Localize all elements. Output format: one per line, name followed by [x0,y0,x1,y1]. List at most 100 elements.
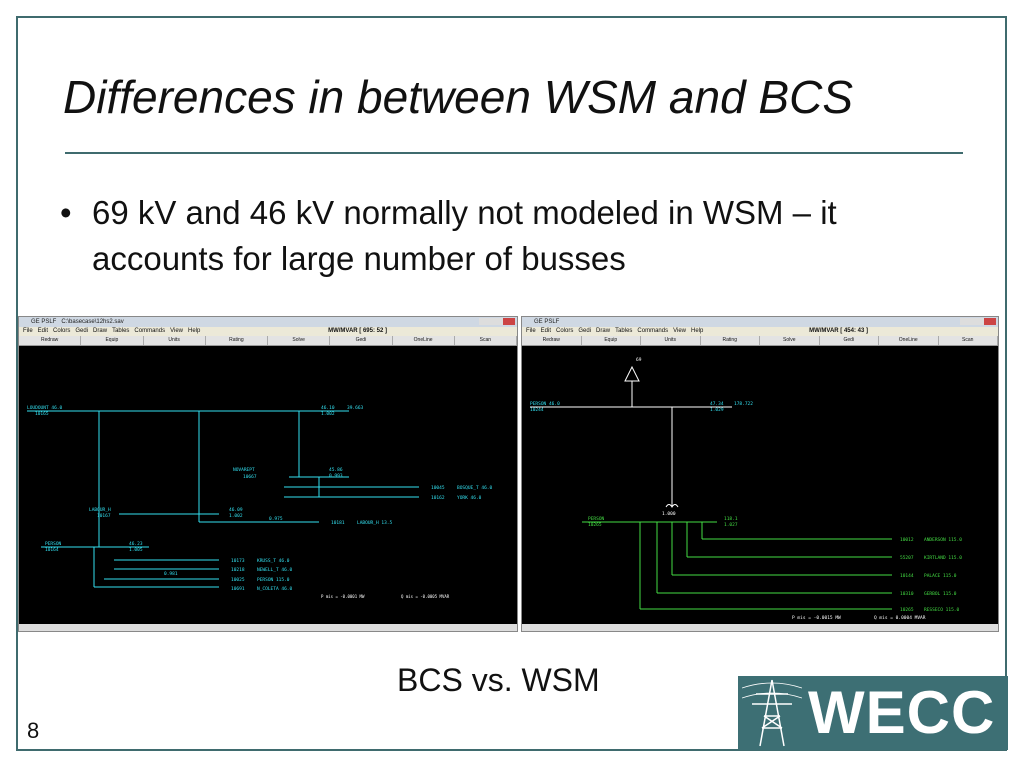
branch-label: NEWELL_T 46.0 [257,567,293,573]
menu-colors[interactable]: Colors [53,328,71,334]
button-bar: Redraw Equip Units Rating Solve Gedi One… [19,336,517,346]
transformer-icon [665,504,679,508]
wsm-oneline-diagram[interactable]: 69 1.000 P mis = -0.0015 MW Q mis = 0.00… [522,347,998,624]
bus-value: 0.993 [329,473,343,479]
bus-number: 10667 [243,474,257,480]
bus-label: NOVAREPT [233,467,255,473]
page-number: 8 [27,718,40,743]
menu-file[interactable]: File [23,328,33,334]
q-mismatch: Q mis = 0.0004 MVAR [874,615,926,621]
title-divider [65,152,963,154]
bus-value: 1.002 [229,513,243,519]
bus-value: 1.027 [724,522,738,528]
bcs-window: GE PSLF C:\basecase\12hs2.sav File Edit … [18,316,518,632]
scan-button[interactable]: Scan [939,336,998,345]
menu-help[interactable]: Help [691,328,704,334]
bus-value: 46.10 [321,405,335,411]
window-file: C:\basecase\12hs2.sav [61,319,124,325]
branch-number: 10691 [231,586,245,592]
generator-icon [624,365,640,382]
tap-value: 0.975 [269,516,283,522]
branch-number: 10310 [900,591,914,597]
branch-number: 10012 [900,537,914,543]
branch-number: 10045 [431,485,445,491]
branch-number: 10265 [900,607,914,613]
solve-button[interactable]: Solve [268,336,331,345]
generator-label: 69 [636,357,642,363]
bullet-text: 69 kV and 46 kV normally not modeled in … [92,194,837,277]
solve-button[interactable]: Solve [760,336,820,345]
tap-value: 1.000 [662,511,676,517]
window-titlebar: GE PSLF C:\basecase\12hs2.sav [19,317,517,327]
bus-value: 46.09 [229,507,243,513]
menu-commands[interactable]: Commands [134,328,166,334]
units-button[interactable]: Units [641,336,701,345]
bus-value: 118.1 [724,516,738,522]
menu-draw[interactable]: Draw [596,328,611,334]
rating-button[interactable]: Rating [701,336,760,345]
bus-value: 178.722 [734,401,753,407]
menu-view[interactable]: View [673,328,686,334]
bus-label: LOUDOUNT 46.0 [27,405,63,411]
branch-number: 10162 [431,495,445,501]
bcs-oneline-diagram[interactable]: LOUDOUNT 46.0 10165 46.10 1.002 39.663 N… [19,347,517,624]
branch-number: 55207 [900,555,914,561]
menu-file[interactable]: File [526,328,536,334]
menu-view[interactable]: View [170,328,183,334]
branch-number: 10218 [231,567,245,573]
gedi-button[interactable]: Gedi [820,336,879,345]
window-titlebar: GE PSLF [522,317,998,327]
bus-number: 10265 [588,522,602,528]
branch-label: RESSECO 115.0 [924,607,960,613]
bus-label: PERSON [45,541,62,547]
branch-label: ANDERSON 115.0 [924,537,962,543]
equip-button[interactable]: Equip [582,336,641,345]
menu-gedi[interactable]: Gedi [578,328,592,334]
menu-edit[interactable]: Edit [37,328,49,334]
window-controls[interactable] [960,318,996,325]
menu-colors[interactable]: Colors [556,328,574,334]
bullet-marker: • [60,194,72,231]
wsm-window: GE PSLF File Edit Colors Gedi Draw Table… [521,316,999,632]
redraw-button[interactable]: Redraw [522,336,582,345]
bus-value: 45.86 [329,467,343,473]
branch-label: KRUSS_T 46.0 [257,558,290,564]
oneline-button[interactable]: OneLine [879,336,939,345]
menu-bar: File Edit Colors Gedi Draw Tables Comman… [19,327,517,336]
units-button[interactable]: Units [144,336,206,345]
menu-tables[interactable]: Tables [615,328,633,334]
rating-button[interactable]: Rating [206,336,268,345]
menu-gedi[interactable]: Gedi [75,328,89,334]
button-bar: Redraw Equip Units Rating Solve Gedi One… [522,336,998,346]
equip-button[interactable]: Equip [81,336,144,345]
menu-commands[interactable]: Commands [637,328,669,334]
slide-frame [16,16,1007,751]
menu-edit[interactable]: Edit [540,328,552,334]
redraw-button[interactable]: Redraw [19,336,82,345]
window-title: GE PSLF [534,319,560,325]
bus-number: 10167 [97,513,111,519]
branch-label: PALACE 115.0 [924,573,957,579]
figure-caption: BCS vs. WSM [397,662,600,698]
menu-tables[interactable]: Tables [112,328,130,334]
bus-number: 10244 [530,407,544,413]
horizontal-scrollbar[interactable] [522,624,998,631]
scan-button[interactable]: Scan [455,336,517,345]
branch-label: GERBOL 115.0 [924,591,957,597]
branch-label: PERSON 115.0 [257,577,290,583]
branch-number: 10025 [231,577,245,583]
menu-draw[interactable]: Draw [93,328,108,334]
transmission-tower-icon [742,679,802,747]
horizontal-scrollbar[interactable] [19,624,517,631]
bus-value: 1.002 [321,411,335,417]
bus-value: 39.663 [347,405,364,411]
menu-help[interactable]: Help [188,328,201,334]
gedi-button[interactable]: Gedi [330,336,393,345]
bus-label: LABOUR_H [89,507,111,513]
window-controls[interactable] [479,318,515,325]
window-title: GE PSLF [31,319,57,325]
oneline-button[interactable]: OneLine [393,336,455,345]
mw-readout: MW/MVAR [ 695: 52 ] [328,328,387,334]
branch-label: KIRTLAND 115.0 [924,555,962,561]
logo-text: WECC [808,679,996,746]
